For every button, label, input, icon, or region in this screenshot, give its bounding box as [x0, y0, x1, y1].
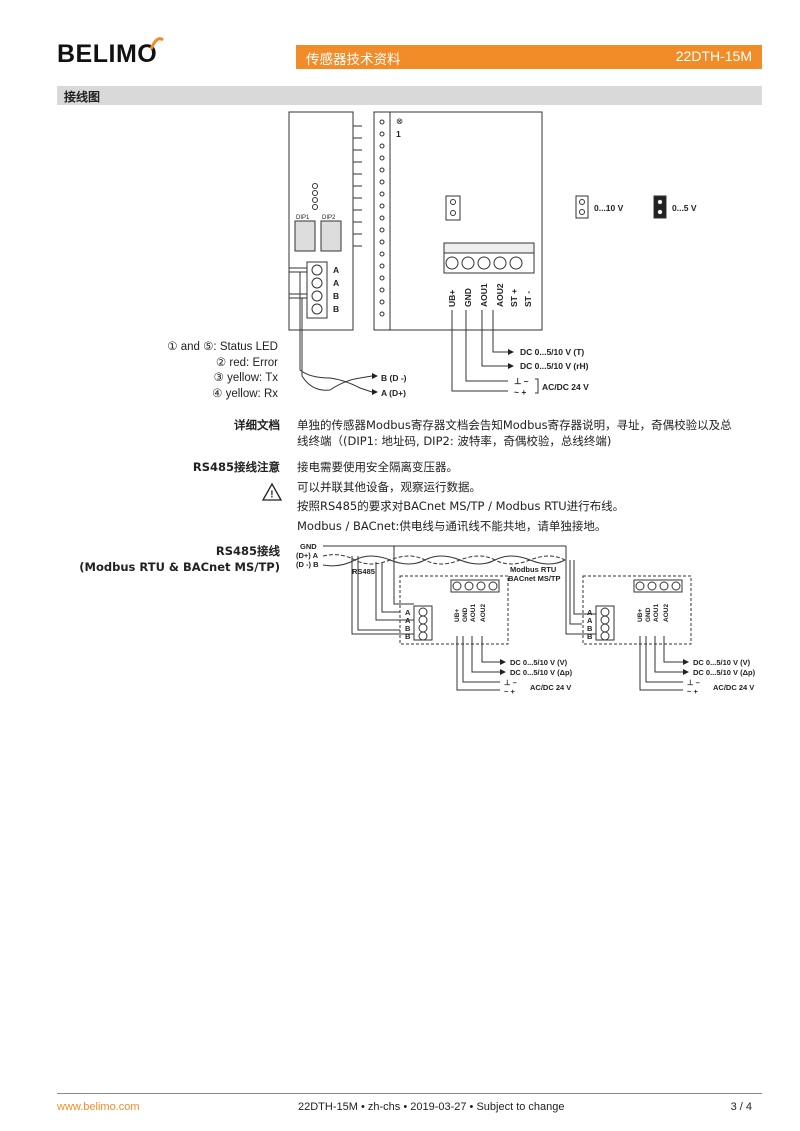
svg-text:~ +: ~ + — [504, 687, 515, 696]
dev1-term-a1: A — [405, 608, 411, 617]
led-mark-x: ⊗ — [396, 116, 403, 126]
footer-url[interactable]: www.belimo.com — [57, 1101, 140, 1113]
rs485-tag: RS485 — [352, 567, 375, 576]
rs485-wiring-label: RS485接线 (Modbus RTU & BACnet MS/TP) — [79, 543, 280, 575]
rs485-wiring-subtitle: (Modbus RTU & BACnet MS/TP) — [79, 560, 280, 574]
logo-swoosh-icon — [150, 37, 164, 50]
rs485-note-4: Modbus / BACnet:供电线与通讯线不能共地，请单独接地。 — [297, 519, 607, 533]
header-bar: 传感器技术资料 22DTH-15M — [296, 45, 762, 69]
svg-text:~ +: ~ + — [687, 687, 698, 696]
header-product-code: 22DTH-15M — [675, 48, 752, 64]
dev1-output-dp: DC 0...5/10 V (Δp) — [510, 668, 573, 677]
header-title: 传感器技术资料 — [306, 52, 401, 68]
output-t: DC 0...5/10 V (T) — [520, 347, 584, 357]
belimo-logo: BELIMO — [57, 40, 158, 68]
rs485-wiring-title: RS485接线 — [215, 544, 280, 558]
legend-rx: ④ yellow: Rx — [212, 387, 278, 400]
term-a2: A — [333, 278, 339, 288]
legend-tx: ③ yellow: Tx — [213, 372, 278, 384]
svg-text:!: ! — [270, 490, 273, 501]
dev1-pin-aou2: AOU2 — [480, 604, 487, 622]
term-b2: B — [333, 304, 339, 314]
dev1-output-v: DC 0...5/10 V (V) — [510, 658, 568, 667]
section-bar: 接线图 — [57, 86, 762, 105]
pin-gnd: GND — [463, 288, 473, 307]
footer-page-number: 3 / 4 — [730, 1101, 752, 1113]
bacnet-label: BACnet MS/TP — [508, 574, 561, 583]
jumper-10v-label: 0...10 V — [594, 203, 624, 213]
dev1-power: AC/DC 24 V — [530, 683, 571, 692]
dev2-power: AC/DC 24 V — [713, 683, 754, 692]
pin-aou1: AOU1 — [479, 283, 489, 307]
wiring-diagram-1: ⊗ 1 DIP1 DIP2 A A B B B (D -) A (D+) 0..… — [288, 111, 697, 398]
dev2-pin-aou2: AOU2 — [663, 604, 670, 622]
dev1-term-b1: B — [405, 624, 411, 633]
dev1-pin-ub: UB+ — [454, 609, 461, 622]
svg-text:~ +: ~ + — [514, 387, 526, 397]
svg-text:⊥ –: ⊥ – — [504, 678, 517, 687]
dev2-pin-gnd: GND — [645, 607, 652, 622]
term-b1: B — [333, 291, 339, 301]
bus-b-label: B (D -) — [381, 373, 407, 383]
bus-gnd-label: GND — [300, 542, 317, 551]
svg-text:⊥ –: ⊥ – — [687, 678, 700, 687]
svg-text:⊥ –: ⊥ – — [514, 376, 529, 386]
dip2-label: DIP2 — [322, 215, 336, 221]
rs485-note-3: 按照RS485的要求对BACnet MS/TP / Modbus RTU进行布线… — [297, 499, 625, 513]
dev1-term-b2: B — [405, 632, 411, 641]
bus-a-label-2: (D+) A — [296, 551, 319, 560]
dev2-output-v: DC 0...5/10 V (V) — [693, 658, 751, 667]
dev2-pin-ub: UB+ — [637, 609, 644, 622]
pin-st-plus: ST + — [509, 289, 519, 307]
led-mark-1: 1 — [396, 129, 401, 139]
footer-divider — [57, 1093, 762, 1094]
sensor-board-left — [288, 111, 354, 331]
dev2-term-a1: A — [587, 608, 593, 617]
dev1-term-a2: A — [405, 616, 411, 625]
warning-icon: ! — [261, 482, 283, 501]
bus-a-label: A (D+) — [381, 388, 406, 398]
dev1-pin-aou1: AOU1 — [470, 604, 477, 622]
term-a1: A — [333, 265, 339, 275]
rs485-note-2: 可以并联其他设备，观察运行数据。 — [297, 480, 481, 494]
section-title: 接线图 — [64, 90, 101, 104]
power-label-1: AC/DC 24 V — [542, 382, 589, 392]
rs485-note-label: RS485接线注意 — [192, 460, 280, 474]
bus-b-label-2: (D -) B — [296, 560, 319, 569]
output-rh: DC 0...5/10 V (rH) — [520, 361, 589, 371]
dev2-term-b1: B — [587, 624, 593, 633]
dip1-label: DIP1 — [296, 215, 310, 221]
legend-error: ② red: Error — [215, 356, 278, 369]
dev2-term-a2: A — [587, 616, 593, 625]
footer-doc-info: 22DTH-15M • zh-chs • 2019-03-27 • Subjec… — [298, 1101, 565, 1113]
detail-text: 单独的传感器Modbus寄存器文档会告知Modbus寄存器说明，寻址，奇偶校验以… — [297, 418, 732, 448]
detail-label: 详细文档 — [234, 418, 280, 432]
dev2-output-dp: DC 0...5/10 V (Δp) — [693, 668, 756, 677]
jumper-5v-label: 0...5 V — [672, 203, 697, 213]
pin-ub: UB+ — [447, 290, 457, 307]
dev2-pin-aou1: AOU1 — [653, 604, 660, 622]
legend-status-led: ① and ⑤: Status LED — [167, 341, 278, 353]
dev1-pin-gnd: GND — [462, 607, 469, 622]
wiring-diagram-2: GND (D+) A (D -) B RS485 Modbus RTU BACn… — [296, 542, 756, 696]
modbus-label: Modbus RTU — [510, 565, 556, 574]
pin-aou2: AOU2 — [495, 283, 505, 307]
rs485-note-1: 接电需要使用安全隔离变压器。 — [297, 460, 458, 474]
led-legend: ① and ⑤: Status LED ② red: Error ③ yello… — [167, 340, 278, 402]
pin-st-minus: ST - — [523, 291, 533, 307]
dev2-term-b2: B — [587, 632, 593, 641]
